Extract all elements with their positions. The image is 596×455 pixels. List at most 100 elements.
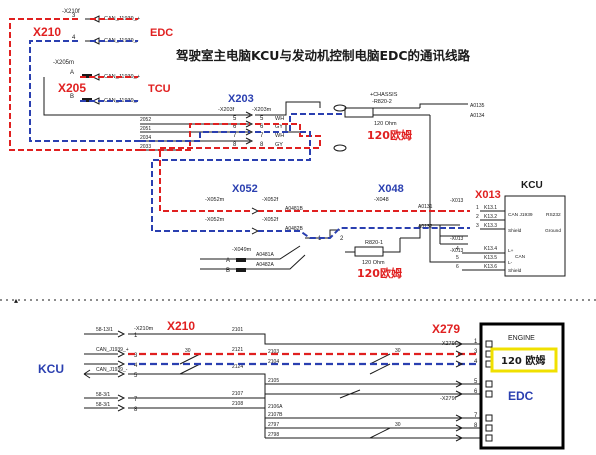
wire-2108: 2108 [232, 401, 243, 407]
divider-mark: ▴ [14, 296, 18, 305]
pin-x203m: -X203m [252, 107, 272, 113]
bottom-pin-1: 1 [134, 333, 138, 339]
pin-6b: 6 [260, 124, 264, 130]
shield-label-2: Shield [508, 268, 522, 274]
kcu-module-box [504, 195, 566, 277]
label-x203: X203 [228, 93, 254, 105]
x205-pin-block-a [82, 74, 92, 78]
k13-1: K13.1 [484, 205, 497, 211]
chassis-label: +CHASSIS [370, 92, 398, 98]
l-minus-label: L- [508, 260, 513, 266]
kcu-pin-5: 5 [456, 255, 459, 261]
wire-2034: 2034 [140, 135, 151, 141]
bottom-diagram: KCU X210 X279 -X210m -X279f -X279f 58-13… [38, 319, 565, 450]
kcu-pin-6: 6 [456, 264, 459, 270]
can-low-label-bottom: CAN_J1939_- [96, 367, 128, 373]
label-x210-bottom: X210 [167, 319, 195, 333]
shield-label: Shield [508, 228, 522, 234]
wire-color-wh2: WH [275, 133, 284, 139]
rs232-label: RS232 [546, 212, 561, 218]
label-kcu-top: KCU [521, 180, 543, 191]
pin-x048: -X048 [374, 197, 389, 203]
pin-x210m: -X210m [134, 326, 154, 332]
edc-pin-5: 5 [474, 379, 478, 385]
x203-connector [245, 111, 254, 145]
kcu-pin-leads [439, 210, 505, 271]
pin-x052f-1: -X052f [262, 197, 279, 203]
resistor-1-value: 120 Ohm [374, 121, 397, 127]
pin-x049m: -X049m [232, 247, 252, 253]
pin-a: A [226, 258, 230, 264]
k13-5: K13.5 [484, 255, 497, 261]
bottom-pin-4: 4 [134, 363, 138, 369]
wire-a0135: A0135 [470, 103, 485, 109]
node-58-3-1: 58-3/1 [96, 392, 110, 398]
pin-x052m-1: -X052m [205, 197, 225, 203]
bottom-pin-8: 8 [134, 407, 138, 413]
wire-color-gy2: GY [275, 142, 283, 148]
node-58-3-1-b: 58-3/1 [96, 402, 110, 408]
edc-pin-4: 4 [474, 359, 478, 365]
diagram-title: 驾驶室主电脑KCU与发动机控制电脑EDC的通讯线路 [176, 48, 471, 63]
black-wires [43, 77, 480, 271]
pin-x205-b: B [70, 94, 74, 100]
x049-pin-block-a [236, 258, 246, 262]
pin-x205m: -X205m [53, 60, 74, 66]
label-x279: X279 [432, 322, 460, 336]
wire-2101: 2101 [232, 327, 243, 333]
wire-2106a: 2106A [268, 404, 283, 410]
pin-x052m-2: -X052m [205, 217, 225, 223]
l-plus-label: L+ [508, 248, 514, 254]
label-tcu: TCU [148, 83, 171, 95]
wire-a0482b: A0482B [285, 226, 303, 232]
kcu-pin-2: 2 [476, 214, 479, 220]
can-j1939-label: CAN J1939 [508, 212, 533, 218]
pin-x013-1: -X013 [450, 198, 464, 204]
label-120-ohm-2: 120欧姆 [357, 266, 402, 280]
wire-size-30-a: 30 [185, 348, 191, 354]
wire-size-30-b: 30 [395, 348, 401, 354]
label-x048: X048 [378, 183, 404, 195]
can-label: CAN [515, 254, 526, 260]
resistor-1 [344, 107, 374, 118]
pin-7b: 7 [260, 133, 264, 139]
edc-pin-7: 7 [474, 413, 478, 419]
wire-2103: 2103 [268, 349, 279, 355]
k13-6: K13.6 [484, 264, 497, 270]
edc-terminal-squares [485, 340, 493, 442]
wire-2798: 2798 [268, 432, 279, 438]
x210-connector [85, 15, 100, 105]
wire-2797: 2797 [268, 422, 279, 428]
pin-5a: 5 [233, 116, 237, 122]
label-x013: X013 [475, 189, 501, 201]
k13-3: K13.3 [484, 223, 497, 229]
wire-a0134: A0134 [470, 113, 485, 119]
wire-2051: 2051 [140, 126, 151, 132]
kcu-pin-1: 1 [476, 205, 479, 211]
edc-pin-1: 1 [474, 339, 478, 345]
label-x205: X205 [58, 81, 86, 95]
k13-2: K13.2 [484, 214, 497, 220]
resistor-2-wiring [345, 238, 401, 253]
pin-6a: 6 [233, 124, 237, 130]
edc-label: EDC [508, 389, 534, 403]
pin-8a: 8 [233, 142, 237, 148]
pin-b: B [226, 268, 230, 274]
edc-pin-leads [455, 340, 464, 442]
kcu-pin-3: 3 [476, 223, 479, 229]
pin-x205-a: A [70, 70, 74, 76]
wire-2124: 2124 [232, 364, 243, 370]
edc-resistor-highlight [490, 347, 558, 373]
pin-x013-2: -X013 [450, 236, 464, 242]
label-kcu-bottom: KCU [38, 362, 64, 376]
wire-a0131: A0131 [418, 204, 433, 210]
bottom-black-wires [128, 333, 480, 439]
x205-pin-block-b [82, 98, 92, 102]
pin-2: 2 [340, 236, 344, 242]
label-x210: X210 [33, 25, 61, 39]
pin-x279f-2: -X279f [440, 396, 457, 402]
wire-2107: 2107 [232, 391, 243, 397]
edc-resistor-label: 120 欧姆 [501, 354, 545, 367]
pin-x203f: -X203f [218, 107, 235, 113]
